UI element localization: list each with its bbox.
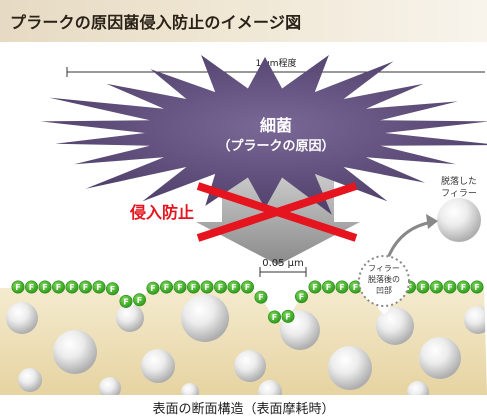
- svg-text:F: F: [272, 313, 277, 322]
- fluorine-ball-13: F: [187, 280, 201, 294]
- fluorine-ball-6: F: [92, 280, 106, 294]
- fluorine-ball-15: F: [214, 280, 228, 294]
- svg-text:F: F: [258, 293, 263, 302]
- fluorine-ball-31: F: [470, 280, 484, 294]
- embedded-filler-sphere-9: [419, 337, 461, 379]
- fluorine-ball-22: F: [308, 280, 322, 294]
- svg-text:F: F: [191, 283, 196, 292]
- fluorine-ball-9: F: [133, 293, 147, 307]
- svg-text:F: F: [420, 283, 425, 292]
- detached-filler-label-1: 脱落した: [441, 175, 477, 187]
- svg-text:F: F: [353, 283, 358, 292]
- fluorine-ball-4: F: [65, 280, 79, 294]
- filler-sphere-icon: [437, 198, 481, 242]
- svg-text:F: F: [326, 283, 331, 292]
- svg-text:F: F: [137, 296, 142, 305]
- fluorine-ball-18: F: [254, 290, 268, 304]
- surface-cross-section: [0, 288, 487, 395]
- recess-callout: フィラー 脱落後の 凹部: [358, 255, 410, 307]
- svg-text:F: F: [150, 284, 155, 293]
- bacteria-title: 細菌: [260, 116, 292, 135]
- svg-text:F: F: [474, 283, 479, 292]
- fluorine-ball-28: F: [429, 280, 443, 294]
- x-cross-icon: [196, 182, 358, 242]
- spiky-burst-icon: [40, 55, 487, 215]
- svg-text:F: F: [42, 283, 47, 292]
- fluorine-ball-1: F: [24, 280, 38, 294]
- svg-text:F: F: [29, 283, 34, 292]
- fluorine-ball-29: F: [443, 280, 457, 294]
- recess-label-3: 凹部: [376, 285, 392, 295]
- fluorine-ball-8: F: [119, 294, 133, 308]
- block-label: 侵入防止: [129, 203, 194, 222]
- fluorine-ball-3: F: [51, 280, 65, 294]
- page-title: プラークの原因菌侵入防止のイメージ図: [10, 13, 302, 32]
- embedded-filler-sphere-1: [53, 330, 97, 374]
- svg-text:F: F: [231, 283, 236, 292]
- svg-text:F: F: [312, 283, 317, 292]
- fluorine-ball-17: F: [241, 280, 255, 294]
- svg-text:F: F: [218, 283, 223, 292]
- svg-text:F: F: [164, 283, 169, 292]
- recess-label-1: フィラー: [368, 264, 400, 273]
- svg-text:F: F: [96, 283, 101, 292]
- bottom-caption: 表面の断面構造（表面摩耗時）: [152, 402, 335, 417]
- embedded-filler-sphere-7: [328, 346, 372, 390]
- fluorine-ball-16: F: [227, 280, 241, 294]
- svg-text:F: F: [461, 283, 466, 292]
- svg-text:F: F: [177, 283, 182, 292]
- embedded-filler-sphere-0: [6, 302, 38, 334]
- fluorine-ball-11: F: [160, 280, 174, 294]
- embedded-filler-sphere-2: [116, 304, 144, 332]
- fluorine-ball-21: F: [294, 290, 308, 304]
- fluorine-ball-24: F: [335, 280, 349, 294]
- detached-filler-label-2: フィラー: [441, 188, 477, 199]
- embedded-filler-sphere-11: [18, 368, 42, 392]
- fluorine-ball-2: F: [38, 280, 52, 294]
- embedded-filler-sphere-3: [141, 349, 175, 383]
- svg-text:F: F: [56, 283, 61, 292]
- fluorine-ball-20: F: [281, 309, 295, 323]
- svg-text:F: F: [407, 283, 412, 292]
- curved-arrow-icon: [386, 214, 438, 259]
- gap-label: 0.05 μm: [262, 258, 304, 269]
- svg-text:F: F: [15, 283, 20, 292]
- fluorine-ball-5: F: [79, 280, 93, 294]
- svg-text:F: F: [245, 283, 250, 292]
- fluorine-ball-14: F: [200, 280, 214, 294]
- fluorine-ball-7: F: [106, 282, 120, 296]
- bacteria-subtitle: （プラークの原因）: [217, 138, 334, 154]
- title-bar: プラークの原因菌侵入防止のイメージ図: [0, 0, 487, 42]
- embedded-filler-sphere-13: [258, 380, 282, 395]
- detached-filler: 脱落した フィラー: [437, 175, 481, 242]
- embedded-filler-sphere-14: [407, 381, 429, 395]
- gap-measure: 0.05 μm: [259, 258, 307, 277]
- fluorine-ball-12: F: [173, 280, 187, 294]
- recess-label-2: 脱落後の: [368, 274, 400, 284]
- embedded-filler-sphere-8: [376, 307, 414, 345]
- svg-text:F: F: [339, 283, 344, 292]
- fluorine-ball-19: F: [267, 310, 281, 324]
- svg-text:F: F: [83, 283, 88, 292]
- fluorine-ball-27: F: [416, 280, 430, 294]
- svg-text:F: F: [285, 312, 290, 321]
- svg-text:F: F: [69, 283, 74, 292]
- embedded-filler-sphere-12: [99, 377, 121, 395]
- fluorine-ball-0: F: [11, 280, 25, 294]
- svg-text:F: F: [110, 285, 115, 294]
- embedded-filler-sphere-15: [181, 383, 199, 395]
- svg-text:F: F: [123, 297, 128, 306]
- svg-text:F: F: [434, 283, 439, 292]
- fluorine-ball-30: F: [456, 280, 470, 294]
- svg-text:F: F: [447, 283, 452, 292]
- scale-bar: 1 μm程度: [66, 57, 485, 77]
- embedded-filler-sphere-5: [234, 350, 266, 382]
- embedded-filler-sphere-4: [181, 294, 229, 342]
- fluorine-ball-23: F: [321, 280, 335, 294]
- svg-text:F: F: [204, 283, 209, 292]
- svg-text:F: F: [299, 293, 304, 302]
- fluorine-ball-10: F: [146, 281, 160, 295]
